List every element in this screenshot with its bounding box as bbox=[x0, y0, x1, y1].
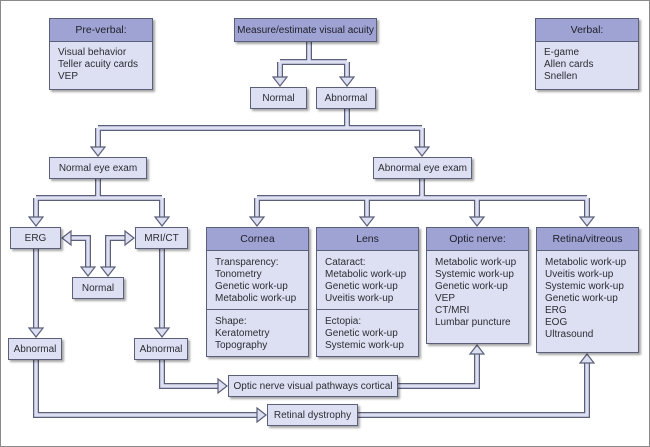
mri-ct-box: MRI/CT bbox=[135, 227, 188, 249]
optic-nerve-item: Genetic work-up bbox=[435, 281, 508, 292]
lens-item: Genetic work-up bbox=[325, 328, 398, 339]
connector-optic-pathway bbox=[159, 360, 218, 389]
connector-to-retina bbox=[358, 363, 590, 418]
connector-retinal bbox=[33, 360, 257, 418]
arrowhead-icon bbox=[124, 229, 135, 247]
arrowhead-icon bbox=[217, 377, 228, 395]
arrowhead-icon bbox=[79, 266, 97, 277]
retinal-dystrophy-box: Retinal dystrophy bbox=[267, 404, 358, 426]
retina-item: Genetic work-up bbox=[545, 293, 618, 304]
abnormal-eye-exam-box: Abnormal eye exam bbox=[373, 157, 472, 179]
arrowhead-icon bbox=[89, 146, 107, 157]
preverbal-item: Teller acuity cards bbox=[58, 59, 139, 70]
retina-item: ERG bbox=[545, 305, 567, 316]
retina-item: EOG bbox=[545, 317, 568, 328]
connector-normal-exam bbox=[33, 179, 165, 217]
measure-acuity-box: Measure/estimate visual acuity bbox=[234, 18, 377, 42]
cornea-item: Keratometry bbox=[215, 328, 270, 339]
cornea-item: Metabolic work-up bbox=[215, 293, 297, 304]
optic-nerve-item: CT/MRI bbox=[435, 305, 470, 316]
abnormal-mid-box: Abnormal bbox=[134, 338, 188, 360]
preverbal-title: Pre-verbal: bbox=[50, 19, 152, 42]
arrowhead-icon bbox=[153, 327, 171, 338]
lens-item: Ectopia: bbox=[325, 316, 362, 327]
retina-item: Metabolic work-up bbox=[545, 257, 627, 268]
arrowhead-icon bbox=[27, 327, 45, 338]
optic-pathways-box: Optic nerve visual pathways cortical bbox=[228, 375, 398, 397]
lens-box: Lens Cataract: Metabolic work-up Genetic… bbox=[316, 227, 419, 357]
verbal-item: Snellen bbox=[544, 71, 578, 82]
arrowhead-icon bbox=[358, 216, 376, 227]
arrowhead-icon bbox=[338, 76, 356, 87]
lens-title: Lens bbox=[317, 228, 418, 251]
arrowhead-icon bbox=[248, 216, 266, 227]
preverbal-box: Pre-verbal: Visual behavior Teller acuit… bbox=[49, 18, 153, 90]
arrowhead-icon bbox=[61, 229, 72, 247]
retina-item: Ultrasound bbox=[545, 329, 594, 340]
arrowhead-icon bbox=[27, 216, 45, 227]
connector-to-optic-nerve bbox=[398, 354, 480, 389]
cornea-item: Transparency: bbox=[215, 257, 279, 268]
connector-abnormal-exam bbox=[254, 179, 590, 217]
abnormal-top-box: Abnormal bbox=[316, 87, 376, 109]
optic-nerve-item: Systemic work-up bbox=[435, 269, 514, 280]
arrowhead-icon bbox=[256, 406, 267, 424]
arrowhead-icon bbox=[153, 216, 171, 227]
connector-top bbox=[277, 42, 350, 77]
retina-vitreous-box: Retina/vitreous Metabolic work-up Uveiti… bbox=[536, 227, 639, 353]
verbal-item: E-game bbox=[544, 47, 580, 58]
cornea-box: Cornea Transparency: Tonometry Genetic w… bbox=[206, 227, 309, 357]
verbal-title: Verbal: bbox=[536, 19, 638, 42]
lens-item: Genetic work-up bbox=[325, 281, 398, 292]
connector-mri-normal bbox=[105, 235, 125, 267]
abnormal-left-box: Abnormal bbox=[8, 338, 62, 360]
erg-box: ERG bbox=[10, 227, 61, 249]
optic-nerve-item: VEP bbox=[435, 293, 456, 304]
cornea-item: Tonometry bbox=[215, 269, 262, 280]
retina-item: Systemic work-up bbox=[545, 281, 624, 292]
lens-item: Metabolic work-up bbox=[325, 269, 407, 280]
arrowhead-icon bbox=[271, 76, 289, 87]
lens-item: Uveitis work-up bbox=[325, 293, 394, 304]
connector-abnormal bbox=[95, 109, 425, 147]
arrowhead-icon bbox=[99, 266, 117, 277]
lens-item: Cataract: bbox=[325, 257, 366, 268]
preverbal-item: Visual behavior bbox=[58, 47, 127, 58]
optic-nerve-title: Optic nerve: bbox=[427, 228, 528, 251]
connector-erg-normal bbox=[71, 235, 91, 267]
normal-mid-box: Normal bbox=[72, 277, 124, 299]
cornea-item: Shape: bbox=[215, 316, 247, 327]
retina-item: Uveitis work-up bbox=[545, 269, 614, 280]
cornea-item: Topography bbox=[215, 340, 268, 351]
arrowhead-icon bbox=[468, 344, 486, 355]
normal-eye-exam-box: Normal eye exam bbox=[49, 157, 147, 179]
cornea-item: Genetic work-up bbox=[215, 281, 288, 292]
verbal-box: Verbal: E-game Allen cards Snellen bbox=[535, 18, 639, 90]
cornea-title: Cornea bbox=[207, 228, 308, 251]
arrowhead-icon bbox=[578, 353, 596, 364]
arrowhead-icon bbox=[413, 146, 431, 157]
normal-top-box: Normal bbox=[250, 87, 307, 109]
preverbal-item: VEP bbox=[58, 71, 79, 82]
optic-nerve-box: Optic nerve: Metabolic work-up Systemic … bbox=[426, 227, 529, 344]
arrowhead-icon bbox=[468, 216, 486, 227]
lens-item: Systemic work-up bbox=[325, 340, 404, 351]
arrowhead-icon bbox=[578, 216, 596, 227]
optic-nerve-item: Lumbar puncture bbox=[435, 317, 511, 328]
retina-title: Retina/vitreous bbox=[537, 228, 638, 251]
optic-nerve-item: Metabolic work-up bbox=[435, 257, 517, 268]
verbal-item: Allen cards bbox=[544, 59, 594, 70]
